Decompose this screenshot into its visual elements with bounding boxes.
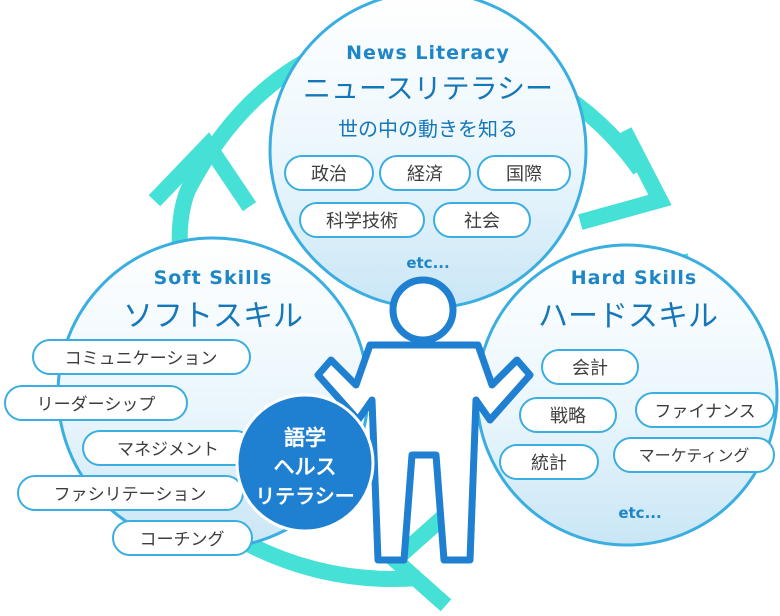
news-title-jp: ニュースリテラシー <box>303 72 553 105</box>
hard-tag: 会計 <box>541 349 639 385</box>
svg-text:コミュニケーション: コミュニケーション <box>65 349 218 369</box>
arrowhead-right-icon <box>578 127 672 230</box>
svg-text:統計: 統計 <box>531 453 567 474</box>
svg-text:マーケティング: マーケティング <box>639 446 750 465</box>
soft-tag: コーチング <box>112 520 253 556</box>
news-tag: 科学技術 <box>299 202 425 238</box>
center-line-1: 語学 <box>284 426 326 450</box>
news-tag: 社会 <box>433 202 531 238</box>
news-title-en: News Literacy <box>346 42 510 64</box>
arrow-arc-bottom <box>246 537 421 588</box>
svg-text:リーダーシップ: リーダーシップ <box>37 395 156 415</box>
soft-tag: リーダーシップ <box>4 385 188 421</box>
news-tag: 国際 <box>477 155 571 191</box>
soft-tag: コミュニケーション <box>32 339 251 375</box>
news-tag: 政治 <box>284 155 374 191</box>
hard-tag: ファイナンス <box>635 392 775 428</box>
svg-text:経済: 経済 <box>407 164 443 185</box>
svg-text:科学技術: 科学技術 <box>326 211 398 232</box>
svg-text:政治: 政治 <box>311 164 347 185</box>
arrow-arc-left <box>171 52 312 251</box>
hard-tag: 戦略 <box>519 397 617 433</box>
center-line-2: ヘルス <box>274 455 337 479</box>
center-line-3: リテラシー <box>255 484 355 508</box>
news-literacy-circle: News Literacy ニュースリテラシー 世の中の動きを知る 政治 経済 … <box>268 0 588 310</box>
news-tag: 経済 <box>379 155 471 191</box>
hard-title-en: Hard Skills <box>571 267 697 289</box>
news-subtitle: 世の中の動きを知る <box>338 117 518 141</box>
svg-text:戦略: 戦略 <box>550 406 586 427</box>
svg-text:国際: 国際 <box>506 164 542 185</box>
svg-text:会計: 会計 <box>572 358 608 379</box>
hard-etc: etc... <box>618 504 661 522</box>
hard-tag: 統計 <box>499 444 599 480</box>
svg-text:社会: 社会 <box>464 211 500 232</box>
person-figure-icon <box>314 276 534 564</box>
svg-text:ファシリテーション: ファシリテーション <box>54 485 207 505</box>
arrowhead-left-icon <box>148 132 257 212</box>
svg-text:ファイナンス: ファイナンス <box>654 402 755 422</box>
soft-tag: マネジメント <box>82 430 254 466</box>
news-etc: etc... <box>406 254 449 272</box>
soft-title-jp: ソフトスキル <box>123 299 303 334</box>
hard-skills-circle: Hard Skills ハードスキル 会計 戦略 ファイナンス 統計 マーケティ… <box>475 243 779 547</box>
svg-text:コーチング: コーチング <box>140 530 225 550</box>
hard-title-jp: ハードスキル <box>538 299 718 334</box>
language-health-literacy-circle: 語学 ヘルス リテラシー <box>235 393 375 533</box>
soft-title-en: Soft Skills <box>154 267 273 289</box>
svg-text:マネジメント: マネジメント <box>117 440 219 460</box>
hard-tag: マーケティング <box>613 437 775 473</box>
soft-tag: ファシリテーション <box>17 475 244 511</box>
